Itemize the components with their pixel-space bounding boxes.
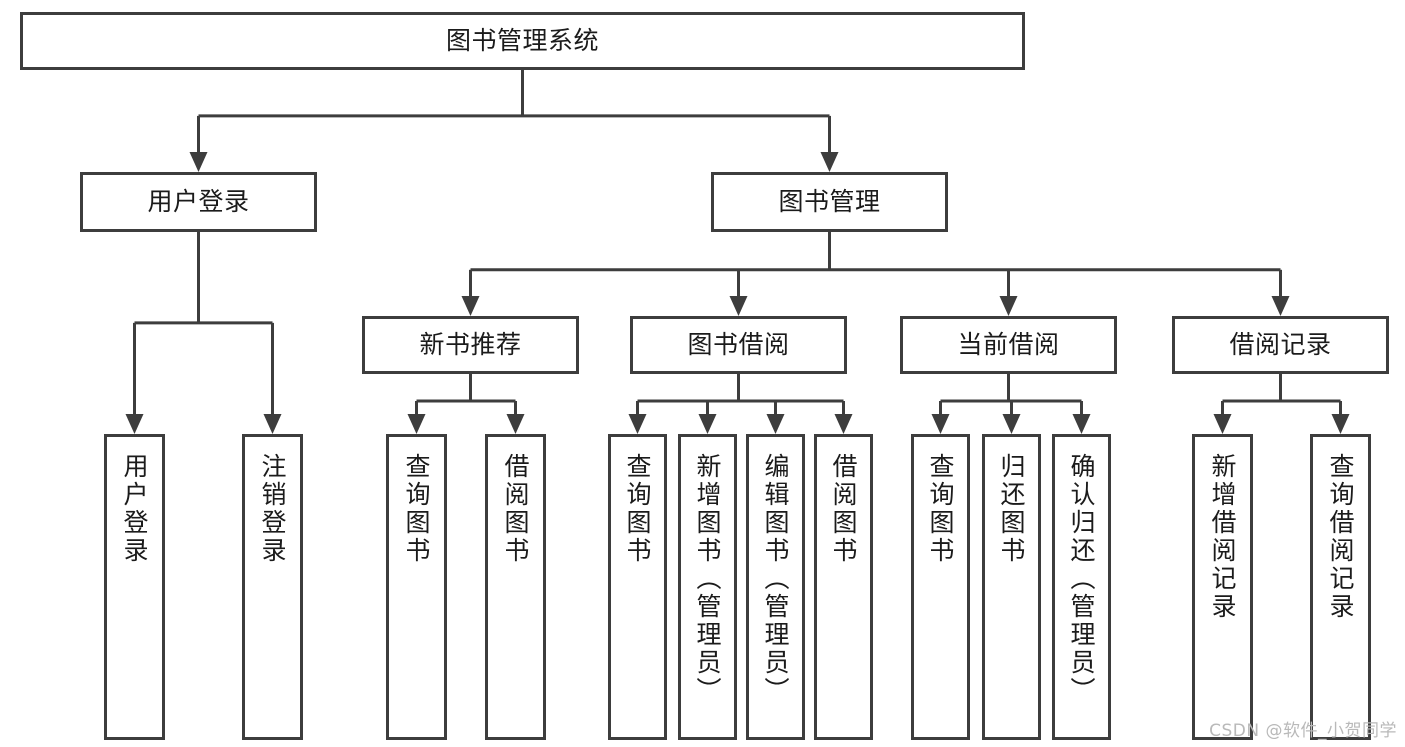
node-newbooks[interactable]: 新书推荐: [362, 316, 579, 374]
edge-arrowhead: [766, 414, 785, 434]
edge-arrowhead: [125, 414, 144, 434]
node-root[interactable]: 图书管理系统: [20, 12, 1025, 70]
node-records[interactable]: 借阅记录: [1172, 316, 1389, 374]
edge-arrowhead: [263, 414, 282, 434]
node-label: 借阅图书: [501, 453, 530, 565]
node-l-logout[interactable]: 注销登录: [242, 434, 303, 740]
edge-arrowhead: [189, 152, 208, 172]
node-current[interactable]: 当前借阅: [900, 316, 1117, 374]
node-label: 查询借阅记录: [1326, 453, 1355, 621]
node-label: 新增借阅记录: [1208, 453, 1237, 621]
edge-arrowhead: [506, 414, 525, 434]
edge-arrowhead: [1072, 414, 1091, 434]
node-label: 确认归还（管理员）: [1067, 453, 1096, 705]
edge-arrowhead: [461, 296, 480, 316]
node-l-r-query[interactable]: 查询借阅记录: [1310, 434, 1371, 740]
node-l-userlogin[interactable]: 用户登录: [104, 434, 165, 740]
node-bookmgmt[interactable]: 图书管理: [711, 172, 948, 232]
edge-arrowhead: [999, 296, 1018, 316]
edge-arrowhead: [628, 414, 647, 434]
node-l-b-query[interactable]: 查询图书: [608, 434, 667, 740]
node-l-c-return[interactable]: 归还图书: [982, 434, 1041, 740]
node-label: 注销登录: [258, 453, 287, 565]
edge-arrowhead: [1331, 414, 1350, 434]
node-label: 图书借阅: [687, 330, 790, 359]
node-label: 图书管理系统: [445, 26, 599, 55]
watermark: CSDN @软件_小贺同学: [1209, 721, 1397, 741]
node-label: 归还图书: [997, 453, 1026, 565]
node-label: 新增图书（管理员）: [693, 453, 722, 705]
node-label: 编辑图书（管理员）: [761, 453, 790, 705]
edge-arrowhead: [698, 414, 717, 434]
node-l-b-add[interactable]: 新增图书（管理员）: [678, 434, 737, 740]
node-label: 借阅记录: [1229, 330, 1332, 359]
node-label: 当前借阅: [957, 330, 1060, 359]
edge-arrowhead: [1002, 414, 1021, 434]
node-l-nb-query[interactable]: 查询图书: [386, 434, 447, 740]
node-l-nb-borrow[interactable]: 借阅图书: [485, 434, 546, 740]
node-label: 查询图书: [402, 453, 431, 565]
edge-arrowhead: [834, 414, 853, 434]
node-label: 查询图书: [926, 453, 955, 565]
node-label: 用户登录: [120, 453, 149, 565]
node-l-c-query[interactable]: 查询图书: [911, 434, 970, 740]
node-label: 图书管理: [778, 187, 881, 216]
edge-arrowhead: [407, 414, 426, 434]
node-login[interactable]: 用户登录: [80, 172, 317, 232]
node-l-c-confirm[interactable]: 确认归还（管理员）: [1052, 434, 1111, 740]
node-l-b-borrow[interactable]: 借阅图书: [814, 434, 873, 740]
edge-arrowhead: [1213, 414, 1232, 434]
node-label: 用户登录: [147, 187, 250, 216]
node-label: 查询图书: [623, 453, 652, 565]
edge-arrowhead: [931, 414, 950, 434]
edge-arrowhead: [1271, 296, 1290, 316]
node-label: 新书推荐: [419, 330, 522, 359]
node-label: 借阅图书: [829, 453, 858, 565]
edge-arrowhead: [729, 296, 748, 316]
node-l-b-edit[interactable]: 编辑图书（管理员）: [746, 434, 805, 740]
node-borrow[interactable]: 图书借阅: [630, 316, 847, 374]
node-l-r-add[interactable]: 新增借阅记录: [1192, 434, 1253, 740]
edge-arrowhead: [820, 152, 839, 172]
